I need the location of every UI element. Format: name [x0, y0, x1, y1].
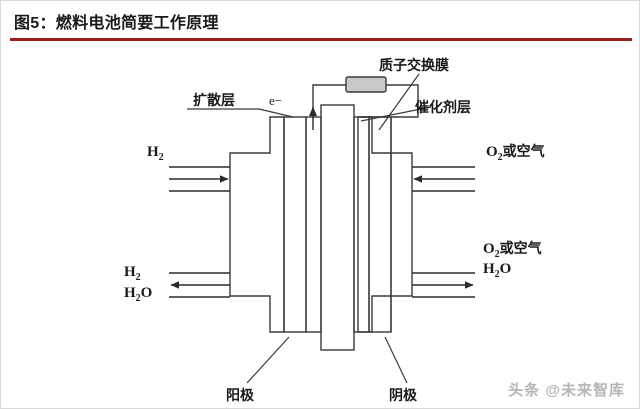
label-anode: 阳极: [226, 387, 255, 403]
label-electron: e−: [269, 93, 282, 108]
external-load-resistor: [345, 76, 387, 93]
label-diffusion-layer: 扩散层: [193, 92, 235, 108]
leader-anode: [246, 336, 290, 384]
circuit-wire-left: [312, 84, 346, 117]
label-proton-exchange-membrane: 质子交换膜: [379, 57, 449, 73]
label-outlet-right-line2: H2O: [483, 261, 511, 280]
label-inlet-left: H2: [147, 144, 164, 163]
label-cathode: 阴极: [389, 387, 418, 403]
label-catalyst-layer: 催化剂层: [415, 99, 471, 115]
cathode-bipolar-plate: [357, 116, 413, 333]
title-divider: [10, 38, 632, 41]
leader-catalyst-layer: [360, 106, 432, 122]
label-inlet-right: O2或空气: [486, 143, 545, 163]
leader-membrane: [378, 73, 420, 131]
page-title: 图5：燃料电池简要工作原理: [14, 15, 219, 32]
leader-diffusion-layer: [187, 108, 294, 118]
watermark-text: 头条 @未来智库: [508, 382, 625, 399]
circuit-wire-right: [361, 84, 419, 118]
fuel-cell-diagram: 扩散层 e− 质子交换膜 催化剂层 阳极 阴极 H2 O2或空气 H2 H2O …: [124, 57, 545, 403]
label-outlet-left-line2: H2O: [124, 285, 152, 304]
proton-exchange-membrane: [320, 104, 355, 351]
label-outlet-right-line1: O2或空气: [483, 240, 542, 260]
anode-catalyst-layer: [305, 116, 322, 333]
cathode-catalyst-layer: [353, 116, 370, 333]
anode-diffusion-layer: [283, 116, 307, 333]
leader-cathode: [384, 336, 408, 384]
anode-bipolar-plate: [229, 116, 285, 333]
label-outlet-left-line1: H2: [124, 264, 141, 283]
